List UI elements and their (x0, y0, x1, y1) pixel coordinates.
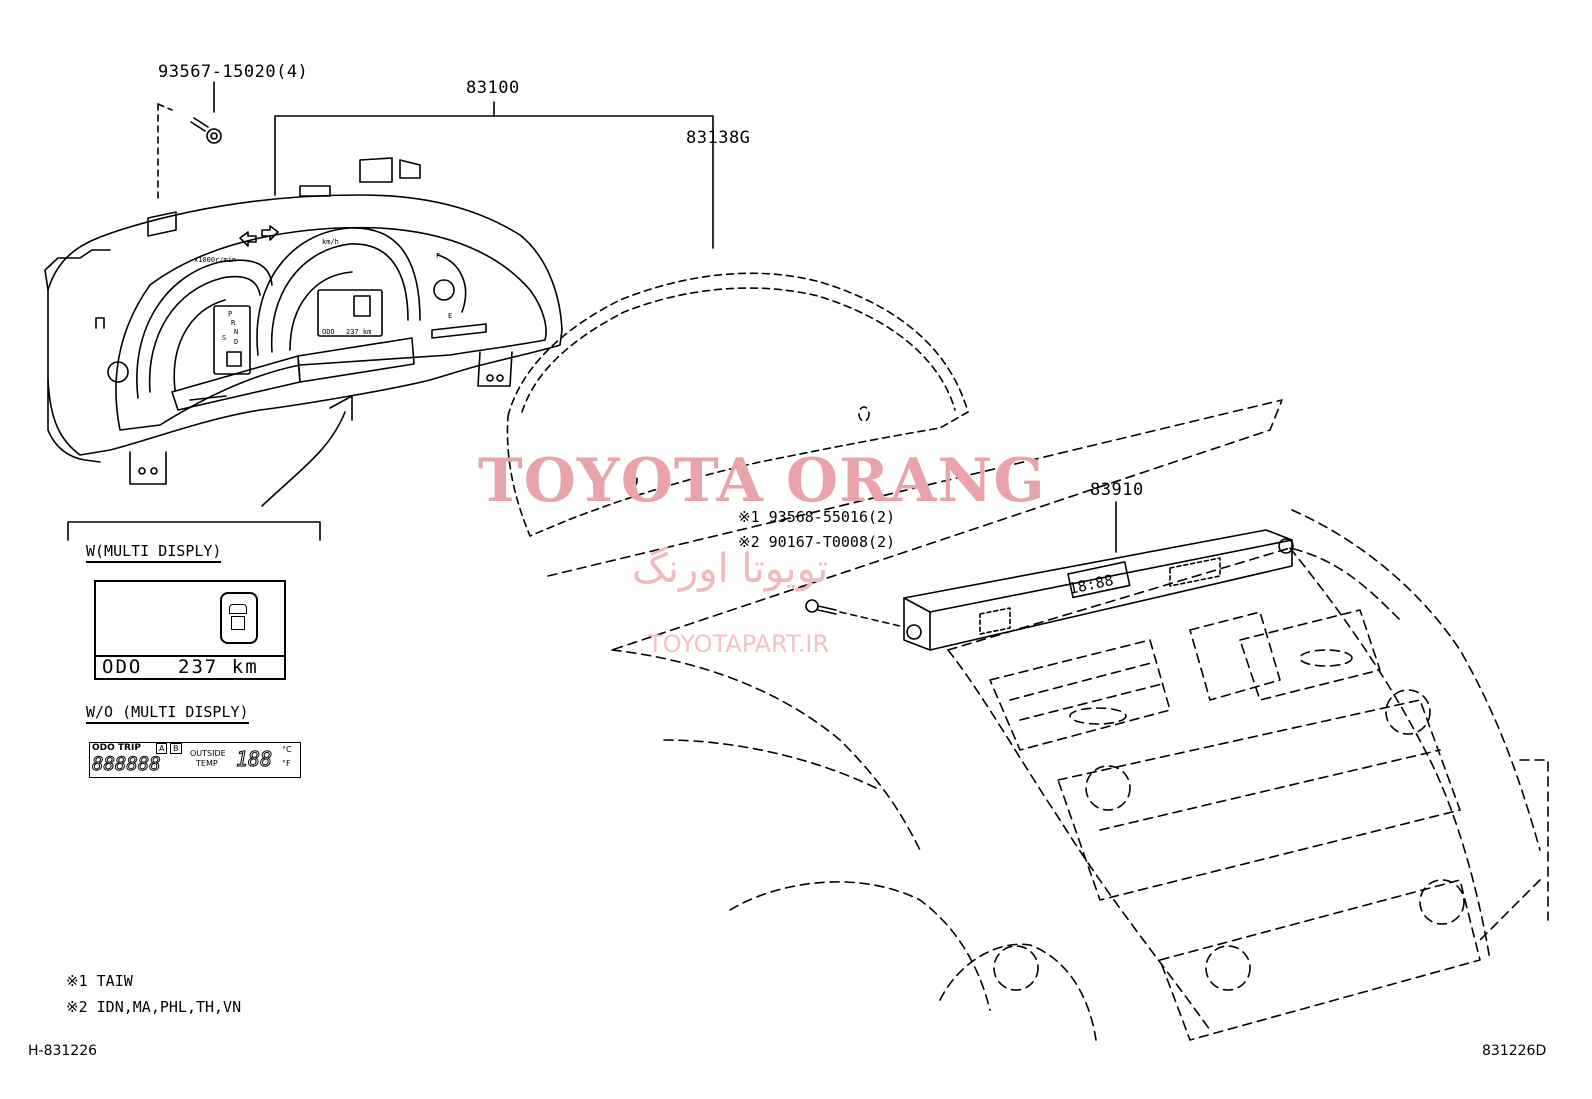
center-console (947, 547, 1491, 1041)
label-meter-assy: 83100 (466, 78, 520, 98)
footer-right-code: 831226D (1482, 1043, 1547, 1059)
mini-km: 237 km (346, 328, 371, 336)
label-clock-assy: 83910 (1090, 480, 1144, 500)
meter-glass (506, 272, 969, 537)
label-screw-note1: ※1 93568-55016(2) (738, 508, 896, 526)
lcd-unit-c: °C (282, 745, 292, 754)
bolt-icon (190, 117, 222, 144)
lcd-temp-digits: 188 (235, 747, 273, 772)
gear-n: N (234, 328, 238, 336)
multi-display: ODO 237 km (94, 580, 286, 680)
watermark-brand: TOYOTA ORANG (478, 446, 1046, 516)
mini-odo: ODO (322, 328, 335, 336)
label-bolt: 93567-15020(4) (158, 62, 309, 82)
note-1: ※1 TAIW (66, 972, 133, 990)
fuel-e: E (448, 312, 452, 320)
curved-arrow (261, 395, 353, 507)
lcd-odo-trip: ODO TRIP (92, 743, 141, 753)
leader-lines (157, 81, 1117, 553)
gear-r: R (231, 319, 236, 327)
multi-odo-label: ODO (102, 656, 143, 678)
watermark-persian: تویوتا اورنگ (632, 546, 829, 592)
dashboard (547, 399, 1549, 1041)
lcd-outside: OUTSIDE (190, 749, 226, 758)
gear-d: D (234, 338, 238, 346)
multi-odo-value: 237 km (178, 656, 259, 678)
clock-display-unit (903, 529, 1294, 651)
watermark-url: TOYOTAPART.IR (648, 630, 830, 658)
variant-without-multi: W/O (MULTI DISPLY) (86, 703, 249, 724)
fuel-f: F (436, 252, 440, 260)
lcd-temp: TEMP (196, 759, 218, 768)
gear-p: P (228, 310, 232, 318)
speed-unit: km/h (322, 238, 339, 246)
variant-with-multi: W(MULTI DISPLY) (86, 542, 222, 563)
lcd-badge-b: B (170, 743, 182, 754)
note-2: ※2 IDN,MA,PHL,TH,VN (66, 998, 242, 1016)
screw-icon (805, 599, 901, 627)
lcd-digits: 888888 (92, 753, 162, 776)
combination-meter (44, 157, 563, 485)
footer-left-code: H-831226 (28, 1043, 98, 1059)
label-meter-glass: 83138G (686, 128, 751, 148)
multi-display-icon (220, 592, 258, 644)
gear-s: S (222, 334, 226, 342)
lcd-unit-f: °F (282, 759, 291, 768)
rpm-unit: x1000r/min (194, 256, 236, 264)
lcd-badge-a: A (156, 743, 168, 754)
variant-bracket (67, 521, 321, 541)
lcd-display: ODO TRIP A B 888888 OUTSIDE TEMP 188 °C … (89, 742, 301, 778)
label-screw-note2: ※2 90167-T0008(2) (738, 533, 896, 551)
